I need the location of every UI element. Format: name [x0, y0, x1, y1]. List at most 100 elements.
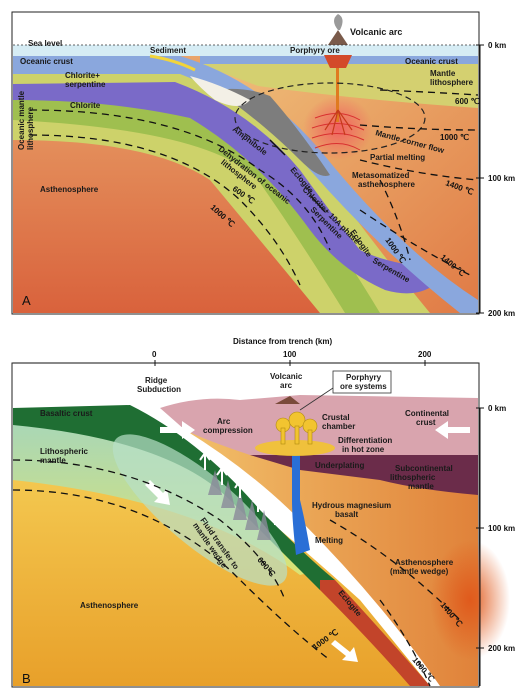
eclogite-slab: [320, 580, 430, 686]
label-differentiation: Differentiation in hot zone: [338, 436, 394, 454]
panel-a: 0 km 100 km 200 km Volcanic arc Sea leve…: [11, 11, 515, 318]
depth-tick-b-0: 0 km: [488, 404, 506, 413]
sea-water: [13, 45, 478, 56]
label-continental-crust: Continental crust: [405, 409, 451, 427]
arc-line1: Volcanic: [270, 372, 303, 381]
iso-1000-right: 1000 ℃: [440, 133, 469, 142]
ml-line2: lithosphere: [430, 78, 474, 87]
basaltic-crust-slab: [13, 405, 335, 590]
melt-rings: [311, 113, 365, 151]
label-volcanic-arc-a: Volcanic arc: [350, 27, 402, 37]
label-asthenosphere-wedge: Asthenosphere (mantle wedge): [390, 558, 455, 576]
label-metasomatized: Metasomatized asthenosphere: [352, 171, 415, 189]
motion-arrows-b: [145, 421, 470, 662]
corner-flow-loop: [234, 82, 426, 154]
label-volcanic-arc-b: Volcanic arc: [270, 372, 305, 390]
fluid-transfer-zone: [112, 434, 288, 586]
distance-tick-200: 200: [418, 350, 432, 359]
mantle-wedge-b: [185, 430, 478, 686]
panel-letter-a: A: [22, 293, 31, 308]
hot-zone-sill: [255, 440, 335, 456]
iso-600-right: 600 ℃: [455, 97, 480, 106]
depth-tick-a-100: 100 km: [488, 174, 515, 183]
aw-line1: Asthenosphere: [395, 558, 454, 567]
chamber-line2: chamber: [322, 422, 355, 431]
porphyry-body: [324, 55, 352, 68]
label-melting: Melting: [315, 536, 343, 545]
panel-letter-b: B: [22, 671, 31, 686]
chlorite-serpentine-line2: serpentine: [65, 80, 106, 89]
label-oceanic-crust-left: Oceanic crust: [20, 57, 73, 66]
depth-tick-a-200: 200 km: [488, 309, 515, 318]
lm-line2: mantle: [40, 456, 66, 465]
label-oceanic-crust-right: Oceanic crust: [405, 57, 458, 66]
label-subcontinental-mantle: Subcontinental lithospheric mantle: [390, 464, 455, 491]
scm-line3: mantle: [408, 482, 434, 491]
porphyry-line2: ore systems: [340, 382, 387, 391]
metasomatized-line2: asthenosphere: [358, 180, 415, 189]
continental-crust: [160, 395, 478, 455]
hot-zone-b: [430, 540, 510, 660]
porphyry-line1: Porphyry: [346, 373, 382, 382]
label-porphyry-systems: Porphyry ore systems: [340, 373, 387, 391]
depth-tick-b-100: 100 km: [488, 524, 515, 533]
diff-line1: Differentiation: [338, 436, 392, 445]
label-sediment: Sediment: [150, 46, 186, 55]
depth-axis-a: [476, 44, 484, 314]
label-lithospheric-mantle: Lithospheric mantle: [40, 447, 90, 465]
oml-line2: lithosphere: [26, 106, 35, 150]
partial-melting-halo: [303, 96, 373, 160]
conduit-roots: [324, 109, 353, 136]
porphyry-callout-line: [299, 387, 334, 411]
volcano-cone: [328, 30, 348, 45]
label-asthenosphere-a: Asthenosphere: [40, 185, 99, 194]
distance-axis-b: [13, 360, 478, 366]
panel-b: Distance from trench (km) 0 100 200 0 km…: [11, 337, 515, 688]
distance-tick-0: 0: [152, 350, 157, 359]
oml-line1: Oceanic mantle: [17, 90, 26, 150]
hb-line1: Hydrous magnesium: [312, 501, 391, 510]
ridge-line2: Subduction: [137, 385, 181, 394]
label-chlorite-serpentine: Chlorite+ serpentine: [65, 71, 106, 89]
aw-line2: (mantle wedge): [390, 567, 449, 576]
label-mantle-lithosphere: Mantle lithosphere: [430, 69, 474, 87]
sediment-wedge-pale: [190, 76, 250, 106]
distance-axis-title: Distance from trench (km): [233, 337, 332, 346]
cc-line2: crust: [416, 418, 436, 427]
distance-tick-100: 100: [283, 350, 297, 359]
label-crustal-chamber: Crustal chamber: [322, 413, 355, 431]
magma-conduit-b: [292, 455, 310, 555]
label-sea-level: Sea level: [28, 39, 62, 48]
sediment-line: [149, 54, 196, 72]
chlorite-serpentine-line1: Chlorite+: [65, 71, 100, 80]
depth-tick-a-0: 0 km: [488, 41, 506, 50]
subcontinental-mantle: [250, 455, 478, 495]
scm-line2: lithospheric: [390, 473, 436, 482]
label-porphyry-ore: Porphyry ore: [290, 46, 340, 55]
serpentine-layer: [13, 82, 440, 294]
porphyry-callout-box: [332, 370, 392, 394]
label-asthenosphere-b: Asthenosphere: [80, 601, 139, 610]
volcano-b: [275, 396, 300, 404]
chamber-line1: Crustal: [322, 413, 350, 422]
hb-line2: basalt: [335, 510, 358, 519]
lm-line1: Lithospheric: [40, 447, 89, 456]
magma-conduit: [336, 55, 339, 122]
scm-line1: Subcontinental: [395, 464, 453, 473]
compression-line1: Arc: [217, 417, 231, 426]
label-basaltic-crust: Basaltic crust: [40, 409, 93, 418]
fluid-up-arrows: [199, 451, 281, 525]
label-hydrous-basalt: Hydrous magnesium basalt: [312, 501, 393, 519]
cc-line1: Continental: [405, 409, 449, 418]
label-oceanic-mantle-lithosphere: Oceanic mantle lithosphere: [17, 89, 35, 150]
metasomatized-line1: Metasomatized: [352, 171, 409, 180]
diff-line2: in hot zone: [342, 445, 385, 454]
label-partial-melting: Partial melting: [370, 153, 425, 162]
arc-line2: arc: [280, 381, 293, 390]
fluid-spikes: [208, 470, 271, 540]
label-chlorite: Chlorite: [70, 101, 101, 110]
isotherms-a: [29, 89, 479, 286]
depth-tick-b-200: 200 km: [488, 644, 515, 653]
ridge-line1: Ridge: [145, 376, 168, 385]
